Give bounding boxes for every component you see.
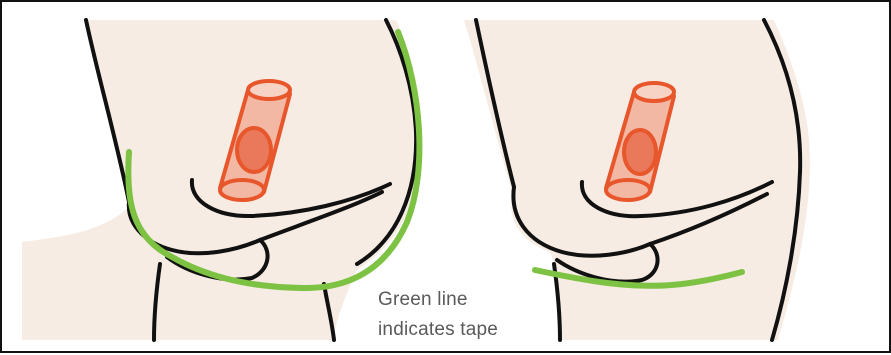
caption-line-1: Green line <box>378 285 558 315</box>
left-panel <box>22 20 422 340</box>
caption-line-2: indicates tape <box>378 315 558 345</box>
tape-caption: Green line indicates tape <box>378 285 558 345</box>
